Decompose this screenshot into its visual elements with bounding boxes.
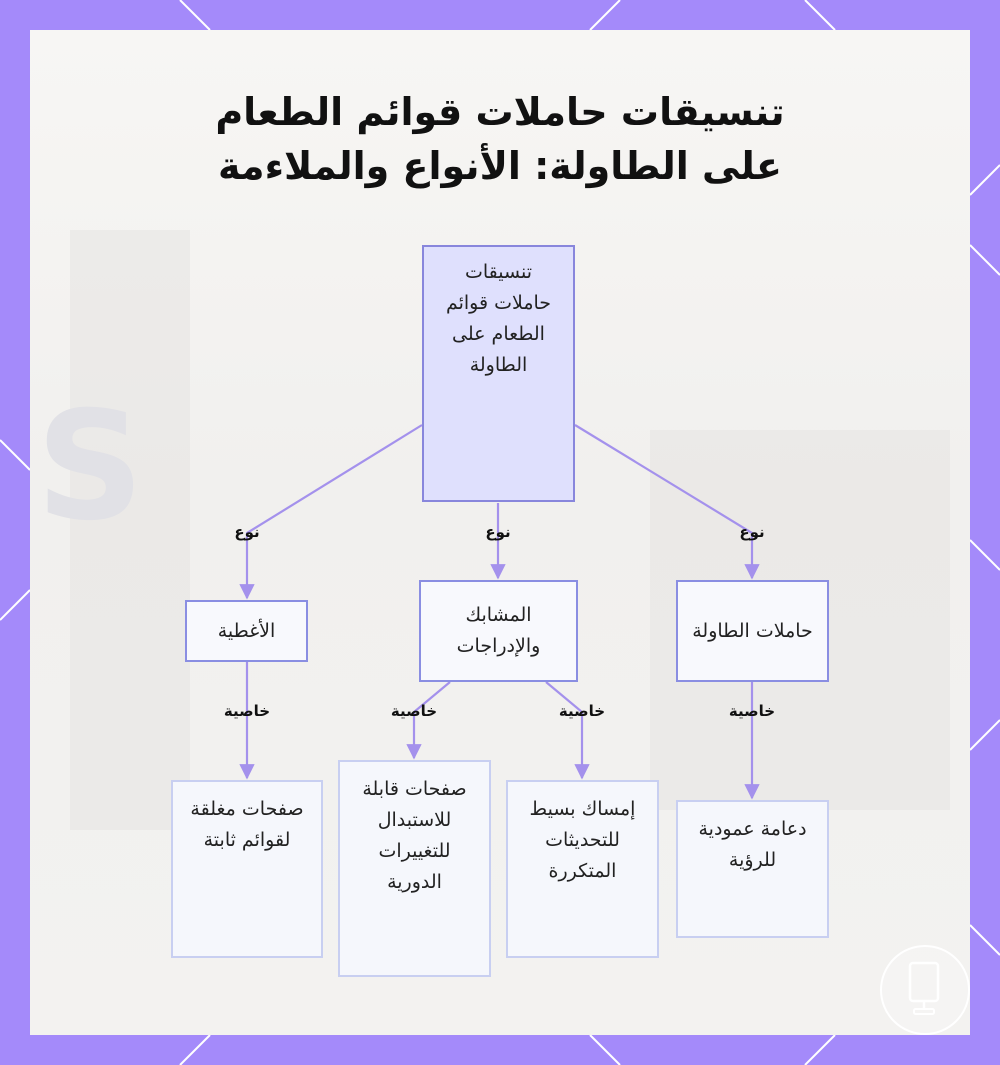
node-root: تنسيقات حاملات قوائم الطعام على الطاولة [422,245,575,502]
node-clips-inserts: المشابك والإدراجات [419,580,578,682]
background-letter: S [36,380,145,554]
edge-label-type: نوع [739,523,765,541]
title-line-2: على الطاولة: الأنواع والملاءمة [218,144,782,188]
edge-clips-replaceable [406,681,451,760]
edge-label-property: خاصية [223,702,271,720]
node-closed-pages: صفحات مغلقة لقوائم ثابتة [171,780,323,958]
background-blur [70,230,190,830]
edge-label-property: خاصية [390,702,438,720]
tablet-stand-icon [908,961,940,1015]
diagram-title: تنسيقات حاملات قوائم الطعام على الطاولة:… [0,85,1000,193]
edge-label-type: نوع [234,523,260,541]
edge-label-property: خاصية [558,702,606,720]
edge-clips-grip [545,681,590,780]
node-easy-grip: إمساك بسيط للتحديثات المتكررة [506,780,659,958]
corner-badge [880,945,970,1035]
node-table-stands: حاملات الطاولة [676,580,829,682]
edge-root-covers [239,424,423,600]
edge-label-type: نوع [485,523,511,541]
title-line-1: تنسيقات حاملات قوائم الطعام [215,90,785,134]
node-vertical-support: دعامة عمودية للرؤية [676,800,829,938]
edge-root-stands [574,424,760,580]
node-replaceable-pages: صفحات قابلة للاستبدال للتغييرات الدورية [338,760,491,977]
edge-label-property: خاصية [728,702,776,720]
node-covers: الأغطية [185,600,308,662]
